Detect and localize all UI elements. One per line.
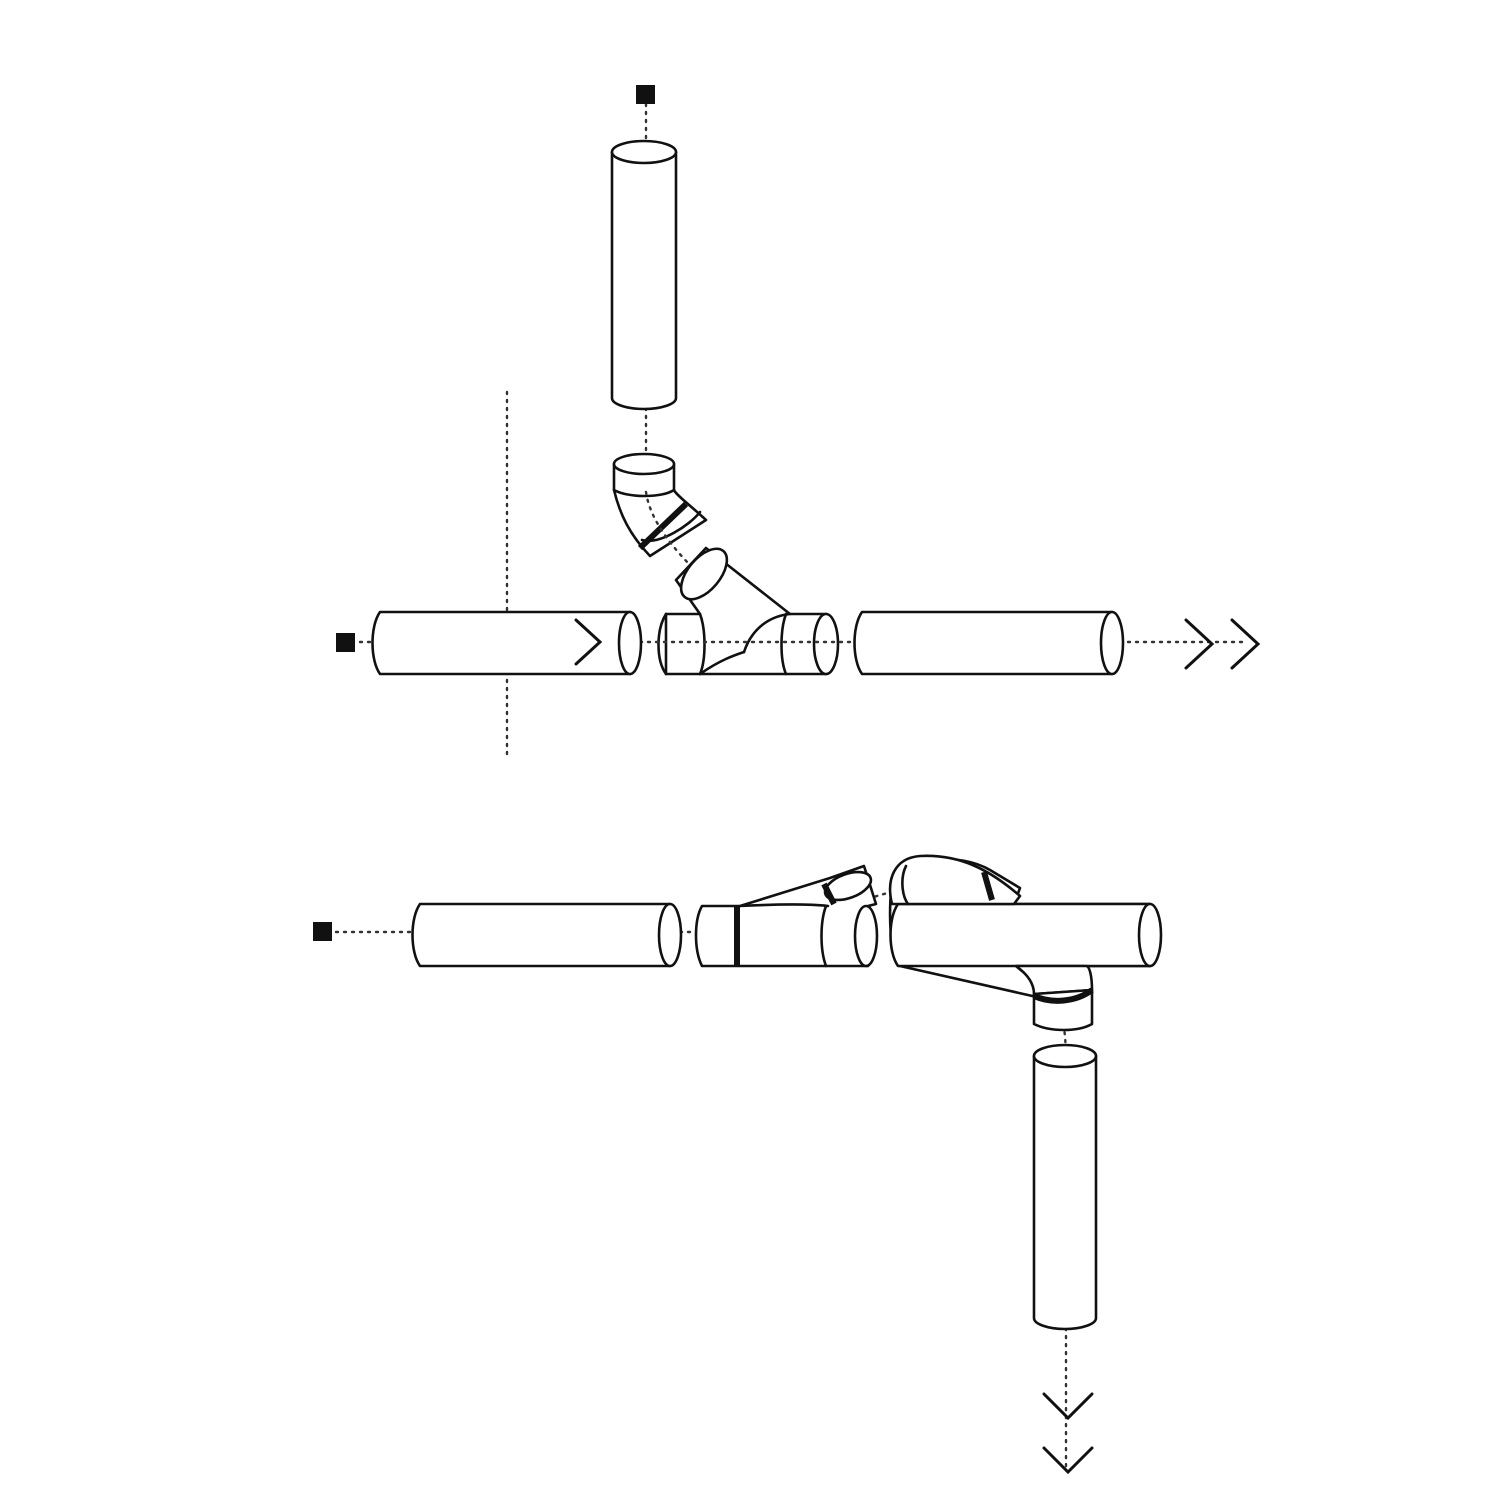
vertical-pipe xyxy=(610,139,678,411)
wye-fitting xyxy=(694,864,879,968)
assembly-sanitary-tee-junction xyxy=(313,854,1163,1475)
tee-pipe xyxy=(888,854,1163,1002)
flow-chevron-inlet xyxy=(574,618,603,666)
inlet-pipe xyxy=(371,610,643,676)
outlet-arrow-2 xyxy=(1230,618,1261,670)
outlet-pipe xyxy=(1032,1043,1098,1331)
elbow-fitting xyxy=(1014,964,1094,1032)
source-marker-top xyxy=(636,85,655,104)
assembly-wye-junction xyxy=(336,85,1261,760)
outlet-arrow-1 xyxy=(1042,1392,1094,1421)
source-marker-left xyxy=(336,633,355,652)
inlet-pipe xyxy=(411,902,683,968)
elbow-fitting xyxy=(612,452,708,558)
source-marker-bottom xyxy=(313,922,332,941)
outlet-arrow-2 xyxy=(1042,1446,1094,1475)
outlet-pipe xyxy=(853,610,1125,676)
outlet-arrow-1 xyxy=(1184,618,1215,670)
